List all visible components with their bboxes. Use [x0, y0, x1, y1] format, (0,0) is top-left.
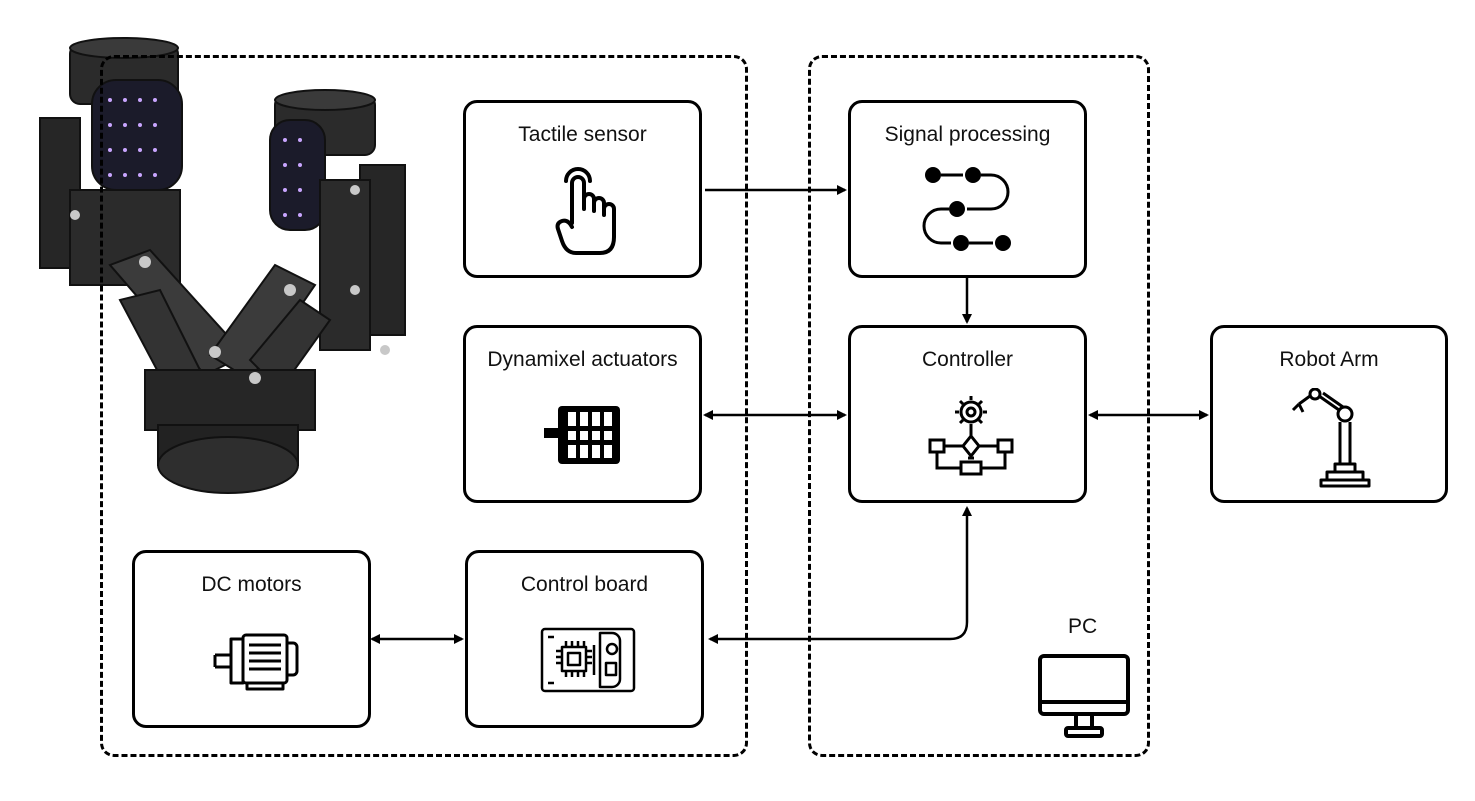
control-board-block: Control board: [465, 550, 704, 728]
robot-arm-label: Robot Arm: [1279, 348, 1379, 371]
dynamixel-actuators-label: Dynamixel actuators: [487, 348, 678, 371]
control-board-label: Control board: [520, 573, 649, 596]
gear-flowchart-icon: [928, 396, 1014, 476]
robot-arm-icon: [1291, 388, 1371, 488]
dc-motors-label: DC motors: [201, 573, 302, 596]
controller-label: Controller: [921, 348, 1014, 371]
pc-group-boundary: [808, 55, 1150, 757]
gripper-illustration: [39, 37, 406, 494]
dc-motors-block: DC motors: [132, 550, 371, 728]
pc-label: PC: [1068, 615, 1098, 638]
robot-arm-block: Robot Arm: [1210, 325, 1448, 503]
controller-block: Controller: [848, 325, 1087, 503]
process-flow-icon: [922, 167, 1011, 251]
tactile-sensor-block: Tactile sensor: [463, 100, 702, 278]
arrow-controlboard-controller: [708, 506, 972, 644]
tactile-sensor-label: Tactile sensor: [518, 123, 647, 146]
servo-actuator-icon: [544, 406, 620, 464]
touch-hand-icon: [555, 167, 616, 255]
monitor-icon: [1038, 654, 1130, 738]
gripper-group-boundary: [100, 55, 748, 757]
signal-processing-block: Signal processing: [848, 100, 1087, 278]
dynamixel-actuators-block: Dynamixel actuators: [463, 325, 702, 503]
circuit-board-icon: [540, 627, 636, 693]
signal-processing-label: Signal processing: [884, 123, 1051, 146]
electric-motor-icon: [213, 633, 299, 691]
